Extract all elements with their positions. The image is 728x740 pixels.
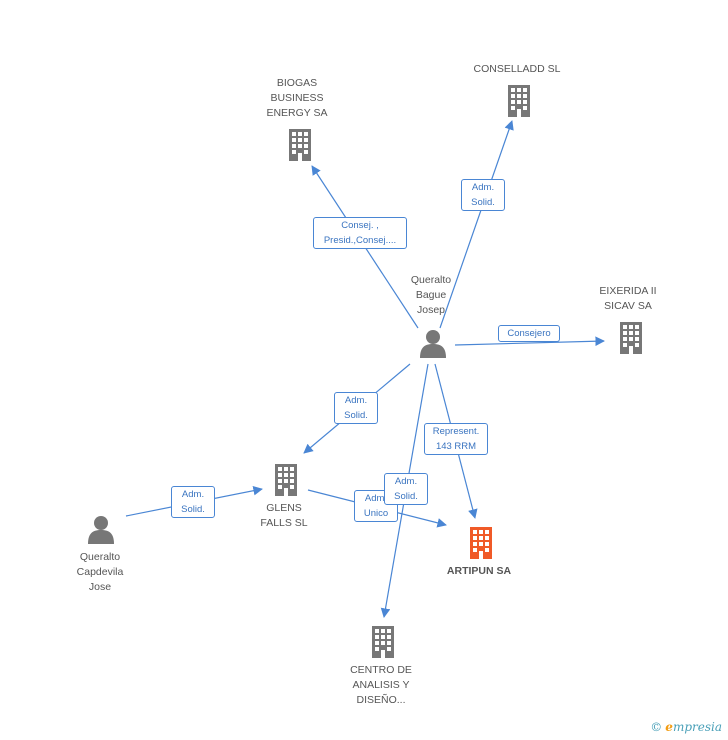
copyright-symbol: © — [650, 720, 663, 734]
person-icon[interactable] — [420, 330, 446, 358]
edge-to-eixerida — [454, 336, 605, 347]
edge-label-to-glens: Adm. Solid. — [334, 392, 378, 424]
edge-label-to-artipun-represent: Represent. 143 RRM — [424, 423, 488, 455]
building-icon[interactable] — [508, 85, 530, 117]
node-label-eixerida[interactable]: EIXERIDA II SICAV SA — [599, 285, 657, 312]
edges — [125, 120, 605, 618]
edge-to-conselladd — [439, 120, 514, 329]
node-label-queralto-capdevila[interactable]: Queralto Capdevila Jose — [76, 551, 124, 593]
person-icon[interactable] — [88, 516, 114, 544]
empresia-logo: ©empresia — [650, 720, 722, 734]
building-icon[interactable] — [470, 527, 492, 559]
brand-e: e — [665, 720, 673, 734]
edge-label-to-eixerida: Consejero — [498, 325, 560, 342]
node-label-artipun[interactable]: ARTIPUN SA — [446, 565, 512, 577]
node-label-conselladd[interactable]: CONSELLADD SL — [473, 63, 561, 75]
node-label-biogas[interactable]: BIOGAS BUSINESS ENERGY SA — [266, 77, 328, 119]
node-label-centro[interactable]: CENTRO DE ANALISIS Y DISEÑO... — [350, 664, 412, 706]
building-icon[interactable] — [289, 129, 311, 161]
edge-label-to-centro: Adm. Solid. — [384, 473, 428, 505]
node-label-glens[interactable]: GLENS FALLS SL — [260, 502, 308, 529]
edge-label-to-biogas: Consej. , Presid.,Consej.... — [313, 217, 407, 249]
edge-label-capdevila-to-glens: Adm. Solid. — [171, 486, 215, 518]
brand-name: mpresia — [672, 720, 722, 734]
building-icon[interactable] — [275, 464, 297, 496]
building-icon[interactable] — [372, 626, 394, 658]
edge-label-to-conselladd: Adm. Solid. — [461, 179, 505, 211]
building-icon[interactable] — [620, 322, 642, 354]
node-label-queralto-bague[interactable]: Queralto Bague Josep — [410, 274, 452, 316]
